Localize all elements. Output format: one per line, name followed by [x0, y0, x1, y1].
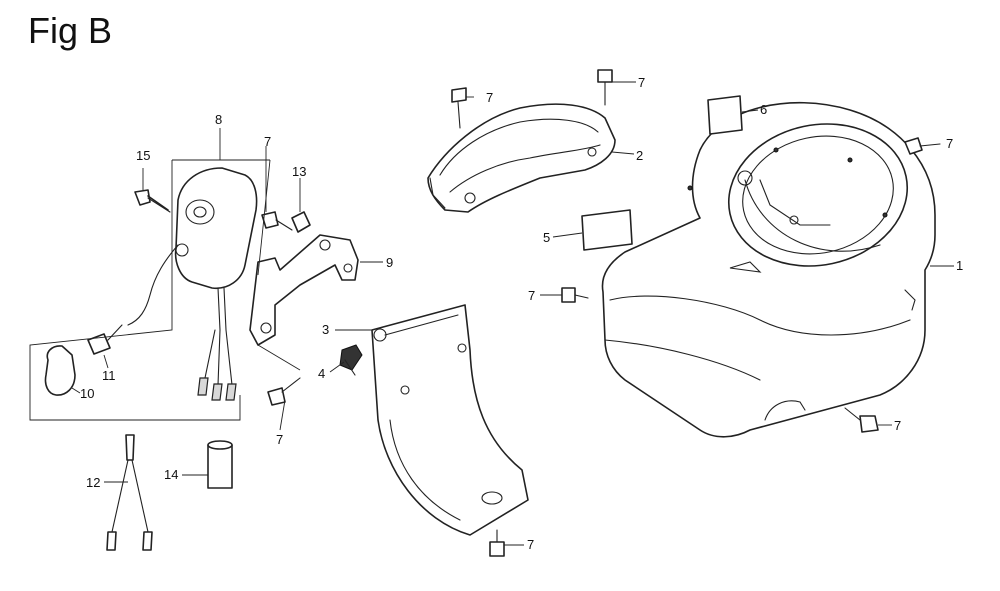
callout-13: 13	[292, 164, 306, 179]
fan-shroud-part	[601, 101, 936, 438]
callout-7-right: 7	[946, 136, 953, 151]
ignition-coil-part	[127, 167, 258, 401]
callout-8: 8	[215, 112, 222, 127]
callout-7-bottom-center: 7	[527, 537, 534, 552]
baffle-plate-part	[371, 304, 529, 536]
callout-3: 3	[322, 322, 329, 337]
sleeve-tube-part	[207, 440, 233, 489]
bolt-7-mid	[561, 287, 576, 303]
callout-9: 9	[386, 255, 393, 270]
bolt-7-top-left	[451, 87, 467, 103]
callout-4: 4	[318, 366, 325, 381]
coil-bracket-part	[249, 234, 359, 346]
grommet-part	[291, 211, 311, 233]
jumper-wire-part	[106, 434, 153, 551]
bolt-7-top-mid	[597, 69, 613, 83]
bolt-7-bottom-left	[267, 387, 286, 406]
callout-14: 14	[164, 467, 178, 482]
bolt-7-coil	[261, 211, 279, 229]
callout-labels: 1 2 3 4 5 6 7 7 7 7 7 7 7 7 7 8 9 10 11 …	[80, 75, 963, 552]
callout-6: 6	[760, 102, 767, 117]
bolt-fasteners	[134, 69, 941, 557]
figure-title: Fig B	[28, 10, 113, 51]
callout-11: 11	[102, 368, 116, 383]
callout-15: 15	[136, 148, 150, 163]
callout-7-bottom-left: 7	[276, 432, 283, 447]
leader-lines	[29, 81, 954, 546]
plug-cap-part	[44, 345, 76, 396]
callout-10: 10	[80, 386, 94, 401]
callout-5: 5	[543, 230, 550, 245]
callout-1: 1	[956, 258, 963, 273]
label-plate-5	[581, 209, 633, 251]
callout-7-coil: 7	[264, 134, 271, 149]
callout-12: 12	[86, 475, 100, 490]
bolt-7-lower-right	[859, 415, 879, 433]
callout-7-mid: 7	[528, 288, 535, 303]
bolt-15	[134, 189, 169, 211]
callout-7-top-mid: 7	[638, 75, 645, 90]
bolt-7-bottom-center	[489, 541, 505, 557]
bolt-7-right	[904, 137, 923, 155]
terminal-part	[87, 324, 123, 355]
callout-7-top-left: 7	[486, 90, 493, 105]
callout-2: 2	[636, 148, 643, 163]
label-plate-6	[707, 95, 743, 135]
wire-clip-part	[339, 344, 363, 376]
upper-shroud-part	[427, 103, 616, 213]
callout-7-lower-right: 7	[894, 418, 901, 433]
